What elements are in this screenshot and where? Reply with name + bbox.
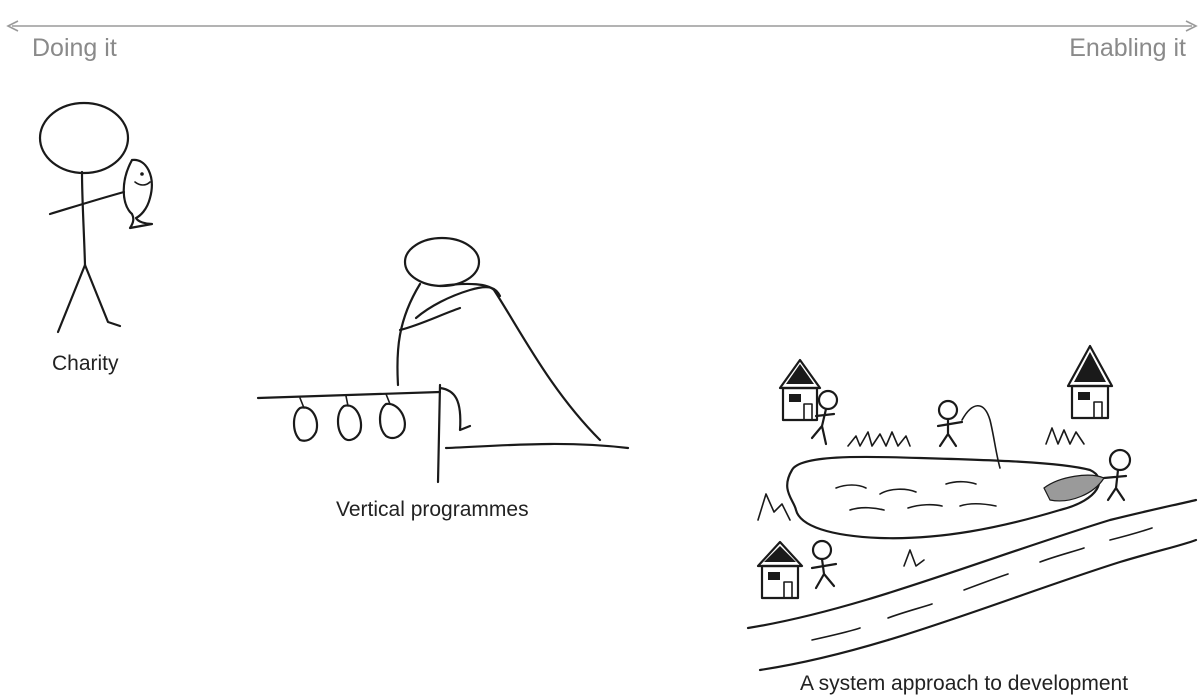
person-icon	[812, 541, 836, 588]
fish-icon	[124, 160, 152, 228]
vertical-programmes-figure	[397, 238, 628, 448]
system-approach-caption: A system approach to development	[800, 672, 1128, 695]
charity-stick-figure	[40, 103, 128, 332]
vertical-programmes-caption: Vertical programmes	[336, 498, 529, 521]
hanging-fish-icon	[294, 394, 405, 441]
hut-icon	[758, 542, 802, 598]
fishing-ledge	[258, 385, 440, 482]
hut-icon	[780, 360, 820, 420]
net-person-icon	[1044, 450, 1130, 501]
person-icon	[812, 391, 837, 444]
hut-icon	[1068, 346, 1112, 418]
river	[748, 500, 1196, 670]
spectrum-axis-arrow	[8, 21, 1196, 31]
charity-caption: Charity	[52, 352, 119, 375]
